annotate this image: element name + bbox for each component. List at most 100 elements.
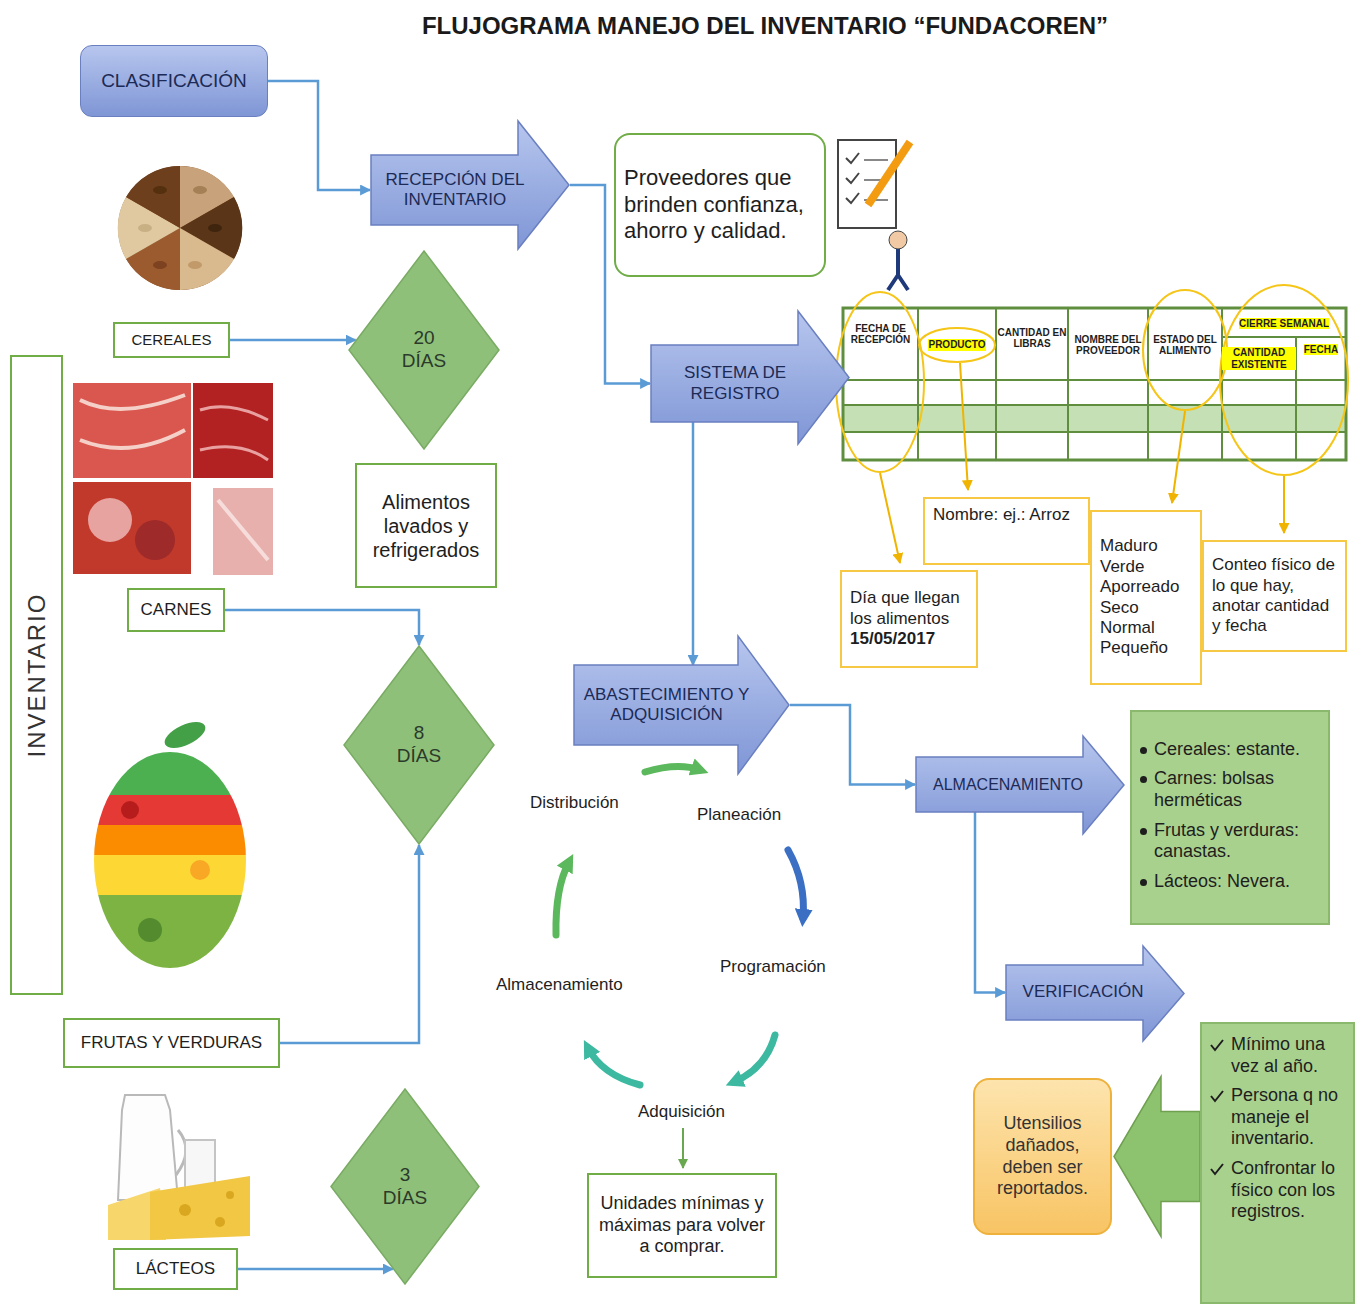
text-area: 8 DÍAS [373,695,464,795]
cycle-arrows [556,766,803,1085]
connector [268,81,370,190]
cereal-illustration [118,166,243,290]
text-group: RECEPCIÓN DEL INVENTARIO [376,170,534,211]
text-group: VERIFICACIÓN [1011,982,1155,1002]
text-group: Día que llegan los alimentos15/05/2017 [850,588,968,649]
node-text: Alimentos lavados y refrigerados [365,490,487,562]
text-area: RECEPCIÓN DEL INVENTARIO [376,155,534,225]
text-group: 8 DÍAS [373,722,464,768]
text-group: Maduro Verde Aporreado Seco Normal Peque… [1100,536,1192,658]
node-text: FRUTAS Y VERDURAS [73,1033,270,1053]
note-box: Proveedores que brinden confianza, ahorr… [614,133,826,277]
table-header: CANTIDAD EXISTENTE [1222,347,1296,370]
node-text: Nombre: ej.: Arroz [933,505,1080,525]
text-area: 20 DÍAS [378,300,469,400]
node-text: 15/05/2017 [850,629,968,649]
text-group: CEREALES [123,331,220,349]
check-stroke [1211,1164,1223,1174]
list-item: Mínimo una vez al año. [1210,1034,1345,1077]
arrow-outline [916,736,1124,834]
list-item: Lácteos: Nevera. [1140,871,1320,893]
node-text: Conteo físico de lo que hay, anotar cant… [1212,555,1337,637]
node-text: CEREALES [123,331,220,349]
connector [225,610,419,645]
arrow-outline [371,121,569,249]
node-text: VERIFICACIÓN [1011,982,1155,1002]
node-text: ALMACENAMIENTO [921,775,1095,794]
bullet-dot [1140,879,1147,886]
diagram-title: FLUJOGRAMA MANEJO DEL INVENTARIO “FUNDAC… [370,12,1160,40]
text-group: CARNES [137,600,215,620]
process-arrow: VERIFICACIÓN [1005,945,1185,1042]
node-text: Confrontar lo físico con los registros. [1231,1158,1345,1223]
table-header: CANTIDAD EN LIBRAS [996,327,1068,350]
text-group: SISTEMA DE REGISTRO [656,363,814,404]
check-mark [1210,1038,1224,1052]
leader-line [682,1128,684,1168]
meat-illustration [73,383,273,575]
decision-diamond: 20 DÍAS [348,250,500,450]
text-group: INVENTARIO [22,593,51,758]
connector [280,845,419,1043]
text-group: FRUTAS Y VERDURAS [73,1033,270,1053]
arrow-outline [1006,946,1184,1041]
table-header: PRODUCTO [928,339,985,351]
table-header: FECHA DE RECEPCIÓN [843,323,918,346]
text-group: LÁCTEOS [123,1259,228,1279]
process-arrow: SISTEMA DE REGISTRO [650,310,850,445]
text-area: ALMACENAMIENTO [921,757,1095,812]
table-cell: PRODUCTO [918,312,996,378]
dairy-illustration [108,1095,250,1240]
node-text: LÁCTEOS [123,1259,228,1279]
text-area: VERIFICACIÓN [1011,965,1155,1020]
node-text: RECEPCIÓN DEL INVENTARIO [376,170,534,211]
register-table [843,308,1346,460]
note-box: Unidades mínimas y máximas para volver a… [587,1173,777,1278]
text-group: Cereales: estante. Carnes: bolsas herméti… [1140,735,1320,901]
highlight-ellipses [836,285,1348,475]
connector [975,812,1005,993]
list-box: Mínimo una vez al año. Persona q no manej… [1200,1022,1355,1304]
list-box: Cereales: estante. Carnes: bolsas herméti… [1130,710,1330,925]
cycle-step: Almacenamiento [496,975,623,995]
node-text: SISTEMA DE REGISTRO [656,363,814,404]
table-header: CIERRE SEMANAL [1239,318,1329,330]
text-area: ABASTECIMIENTO Y ADQUISICIÓN [579,665,754,745]
node-text: Maduro Verde Aporreado Seco Normal Peque… [1100,536,1179,658]
text-area: SISTEMA DE REGISTRO [656,345,814,422]
list-item: Persona q no maneje el inventario. [1210,1085,1345,1150]
node-text: Cereales: estante. [1154,739,1300,761]
text-group: Utensilios dañados, deben ser reportados… [983,1113,1102,1199]
callout-box: Día que llegan los alimentos15/05/2017 [840,570,978,668]
cycle-step-box: Programación [720,957,826,977]
node-text: Frutas y verduras: canastas. [1154,820,1320,863]
diamond-outline [344,646,494,844]
text-group: Alimentos lavados y refrigerados [365,490,487,562]
arrow-outline [574,636,789,774]
diamond-outline [349,251,499,449]
text-group: Proveedores que brinden confianza, ahorr… [624,165,816,244]
callout-box: Nombre: ej.: Arroz [923,497,1090,565]
node-text: Lácteos: Nevera. [1154,871,1290,893]
category-box: CEREALES [113,322,230,358]
callout-box: Maduro Verde Aporreado Seco Normal Peque… [1090,510,1202,685]
cycle-step: Adquisición [638,1102,725,1122]
table-header: NOMBRE DEL PROVEEDOR [1068,334,1148,357]
table-header: ESTADO DEL ALIMENTO [1148,334,1222,357]
check-stroke [1211,1091,1223,1101]
category-box: CARNES [127,588,225,632]
node-text: Carnes: bolsas herméticas [1154,768,1320,811]
text-group: Conteo físico de lo que hay, anotar cant… [1212,555,1337,637]
text-group: 20 DÍAS [378,327,469,373]
callout-box: Conteo físico de lo que hay, anotar cant… [1202,540,1347,652]
cycle-step: Programación [720,957,826,977]
check-mark [1210,1089,1224,1103]
text-group: ABASTECIMIENTO Y ADQUISICIÓN [579,685,754,726]
table-cell: FECHA DE RECEPCIÓN [843,314,918,354]
node-text: Utensilios dañados, deben ser reportados… [983,1113,1102,1199]
check-stroke [1211,1040,1223,1050]
cycle-step: Planeación [697,805,781,825]
bullet-dot [1140,747,1147,754]
cycle-step: Distribución [530,793,619,813]
